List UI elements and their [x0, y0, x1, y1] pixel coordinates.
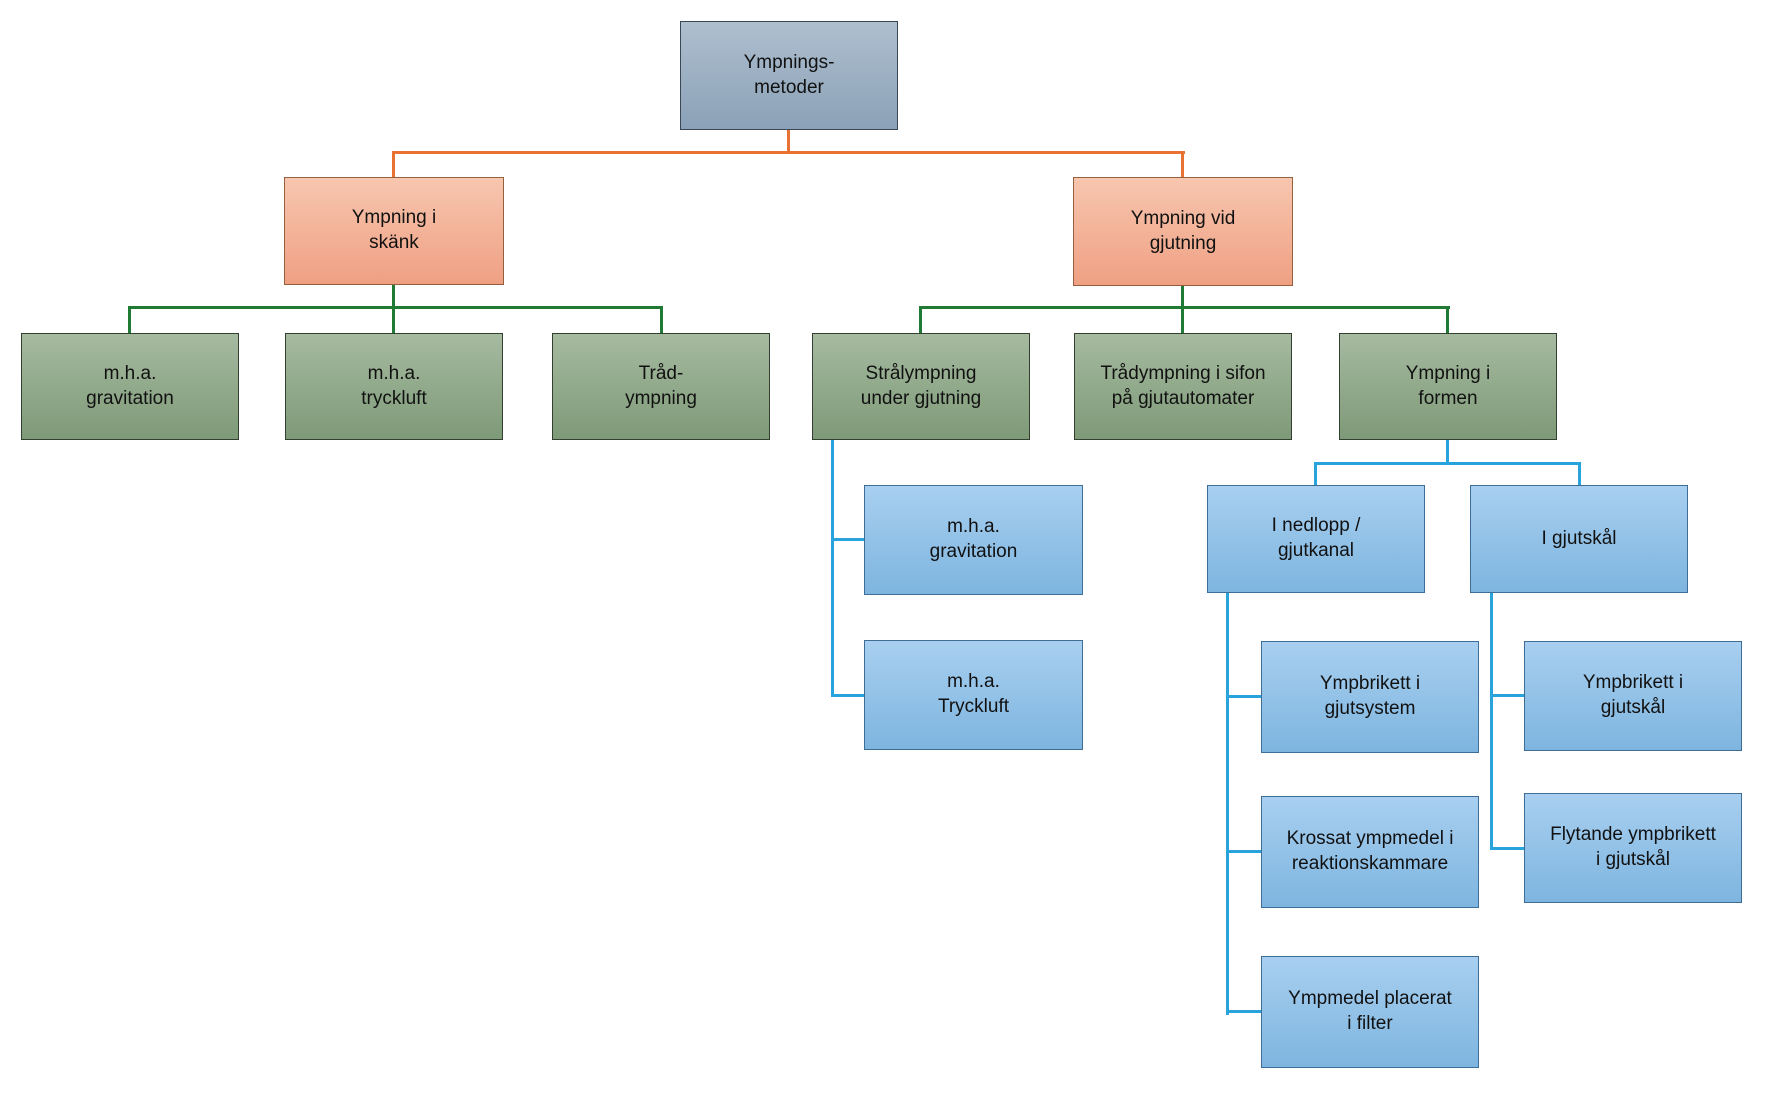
connector-root-to-gjutning	[1181, 151, 1184, 177]
node-mha-gravitation-skank: m.h.a. gravitation	[21, 333, 239, 440]
connector-gjutning-to-formen	[1446, 306, 1449, 333]
node-ympning-i-formen: Ympning i formen	[1339, 333, 1557, 440]
node-i-gjutskal: I gjutskål	[1470, 485, 1688, 593]
connector-gjutning-to-stralympning	[919, 306, 922, 333]
connector-stral-tick-gravitation	[831, 538, 864, 541]
connector-formen-to-gjutskal	[1578, 462, 1581, 485]
node-flytande-ympbrikett: Flytande ympbrikett i gjutskål	[1524, 793, 1742, 903]
connector-skank-to-tradympning	[660, 306, 663, 333]
connector-nedlopp-hang-stem	[1226, 593, 1229, 1015]
node-tradympning-sifon: Trådympning i sifon på gjutautomater	[1074, 333, 1292, 440]
node-ympbrikett-gjutsystem: Ympbrikett i gjutsystem	[1261, 641, 1479, 753]
node-ympning-i-skank: Ympning i skänk	[284, 177, 504, 285]
node-ympning-vid-gjutning: Ympning vid gjutning	[1073, 177, 1293, 286]
connector-gjutskal-tick-flytande	[1490, 847, 1524, 850]
connector-root-to-skank	[392, 151, 395, 177]
connector-gjutskal-hang-stem	[1490, 593, 1493, 850]
node-stralympning: Strålympning under gjutning	[812, 333, 1030, 440]
connector-skank-to-gravitation	[128, 306, 131, 333]
connector-skank-stem	[392, 285, 395, 333]
node-mha-gravitation-stral: m.h.a. gravitation	[864, 485, 1083, 595]
connector-skank-bus	[128, 306, 663, 309]
connector-formen-stem	[1446, 440, 1449, 465]
connector-formen-bus	[1314, 462, 1581, 465]
connector-nedlopp-tick-filter	[1226, 1010, 1261, 1013]
node-ympbrikett-gjutskal: Ympbrikett i gjutskål	[1524, 641, 1742, 751]
node-mha-tryckluft-skank: m.h.a. tryckluft	[285, 333, 503, 440]
node-mha-tryckluft-stral: m.h.a. Tryckluft	[864, 640, 1083, 750]
connector-gjutning-stem	[1181, 286, 1184, 333]
node-ympningsmetoder: Ympnings- metoder	[680, 21, 898, 130]
connector-nedlopp-tick-gjutsystem	[1226, 695, 1261, 698]
connector-formen-to-nedlopp	[1314, 462, 1317, 485]
connector-root-stem	[787, 130, 790, 154]
node-tradympning: Tråd- ympning	[552, 333, 770, 440]
node-krossat-ympmedel: Krossat ympmedel i reaktionskammare	[1261, 796, 1479, 908]
connector-stral-tick-tryckluft	[831, 694, 864, 697]
node-i-nedlopp-gjutkanal: I nedlopp / gjutkanal	[1207, 485, 1425, 593]
connector-nedlopp-tick-krossat	[1226, 850, 1261, 853]
connector-gjutning-bus	[919, 306, 1450, 309]
connector-stral-hang-stem	[831, 440, 834, 697]
connector-root-bus	[392, 151, 1185, 154]
node-ympmedel-filter: Ympmedel placerat i filter	[1261, 956, 1479, 1068]
connector-gjutskal-tick-ympbrikett	[1490, 694, 1524, 697]
